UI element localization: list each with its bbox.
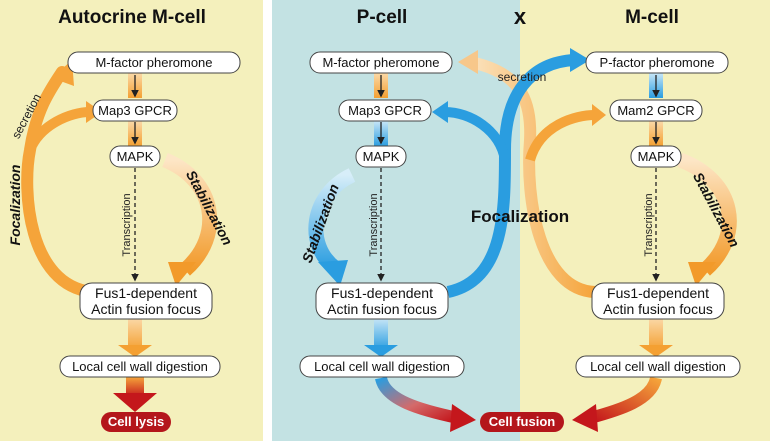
p-cell-gpcr-label: Map3 GPCR <box>348 103 422 118</box>
autocrine-gpcr-node <box>92 99 178 122</box>
m-cell-focus-line1: Fus1-dependent <box>607 285 709 301</box>
autocrine-focalization-label: Focalization <box>7 165 23 246</box>
m-cell-mapk-node <box>630 145 682 168</box>
p-cell-focus-line2: Actin fusion focus <box>327 301 437 317</box>
m-cell-focus-line2: Actin fusion focus <box>603 301 713 317</box>
autocrine-pheromone-label: M-factor pheromone <box>95 55 212 70</box>
p-cell-title: P-cell <box>357 7 408 28</box>
m-cell-gpcr-label: Mam2 GPCR <box>617 103 694 118</box>
autocrine-gpcr-loop <box>25 107 91 153</box>
p-cell-focus-line1: Fus1-dependent <box>331 285 433 301</box>
p-cell-mapk-label: MAPK <box>363 149 400 164</box>
shared-secretion-label: secretion <box>498 70 547 84</box>
m-cell-digest-arrowhead <box>639 345 673 357</box>
p-cell-focus-node <box>315 282 449 320</box>
cross-symbol: x <box>514 4 527 29</box>
m-cell-stabilization-arrow <box>677 152 737 276</box>
panel-divider <box>263 0 272 441</box>
m-to-fusion-arrow <box>588 376 662 424</box>
m-cell-stabilization-arrowhead <box>688 262 716 286</box>
autocrine-mapk-label: MAPK <box>117 149 154 164</box>
autocrine-gpcr-label: Map3 GPCR <box>98 103 172 118</box>
p-cell-gpcr-loop <box>444 107 510 162</box>
p-cell-digest-arrowhead <box>364 345 398 357</box>
p-to-fusion-arrowhead <box>450 404 476 432</box>
p-cell-stabilization-arrow <box>308 168 356 274</box>
p-cell-pheromone-node <box>309 51 453 74</box>
autocrine-column-segment-3 <box>128 318 142 350</box>
m-cell-gpcr-loop <box>525 110 596 162</box>
m-cell-digestion-label: Local cell wall digestion <box>590 359 726 374</box>
cell-lysis-node <box>101 412 171 432</box>
secretion-to-p-arrowhead <box>458 50 478 74</box>
cell-lysis-label: Cell lysis <box>108 414 164 429</box>
autocrine-digest-arrowhead <box>118 345 152 357</box>
autocrine-focus-line1: Fus1-dependent <box>95 285 197 301</box>
m-to-fusion-arrowhead <box>572 404 598 432</box>
m-cell-gpcr-node <box>609 99 703 122</box>
p-cell-stabilization-arrowhead <box>318 260 348 286</box>
autocrine-stabilization-arrowhead <box>168 262 196 286</box>
autocrine-transcription-label: Transcription <box>121 193 133 256</box>
autocrine-lysis-shaft <box>126 377 144 397</box>
m-cell-focalization-arrow <box>468 56 596 298</box>
p-cell-pheromone-label: M-factor pheromone <box>322 55 439 70</box>
cell-fusion-node <box>480 412 564 432</box>
m-cell-pheromone-node <box>585 51 729 74</box>
autocrine-focalization-arrow <box>21 66 98 298</box>
p-cell-transcription-label: Transcription <box>368 193 380 256</box>
autocrine-digestion-node <box>59 355 221 378</box>
p-to-fusion-arrow <box>375 376 460 424</box>
m-cell-mapk-label: MAPK <box>638 149 675 164</box>
p-cell-gpcr-node <box>338 99 432 122</box>
cell-fusion-label: Cell fusion <box>489 414 556 429</box>
m-cell-title: M-cell <box>625 7 679 28</box>
m-cell-pheromone-label: P-factor pheromone <box>600 55 715 70</box>
p-cell-mapk-node <box>355 145 407 168</box>
autocrine-focus-node <box>79 282 213 320</box>
p-cell-column-segment-3 <box>374 318 388 350</box>
m-cell-focus-node <box>591 282 725 320</box>
secretion-to-m-arrowhead <box>570 48 590 72</box>
p-cell-digestion-node <box>299 355 465 378</box>
m-cell-column-segment-3 <box>649 318 663 350</box>
m-cell-gpcr-arrowhead <box>592 104 606 126</box>
p-cell-digestion-label: Local cell wall digestion <box>314 359 450 374</box>
m-cell-transcription-label: Transcription <box>643 193 655 256</box>
autocrine-focus-line2: Actin fusion focus <box>91 301 201 317</box>
autocrine-pheromone-node <box>67 51 241 74</box>
autocrine-lysis-arrowhead <box>113 393 157 412</box>
autocrine-title: Autocrine M-cell <box>58 7 206 28</box>
autocrine-stabilization-arrow <box>161 153 218 276</box>
p-cell-gpcr-arrowhead <box>432 101 448 123</box>
autocrine-mapk-node <box>109 145 161 168</box>
shared-focalization-label: Focalization <box>471 207 569 226</box>
m-cell-digestion-node <box>575 355 741 378</box>
autocrine-digestion-label: Local cell wall digestion <box>72 359 208 374</box>
